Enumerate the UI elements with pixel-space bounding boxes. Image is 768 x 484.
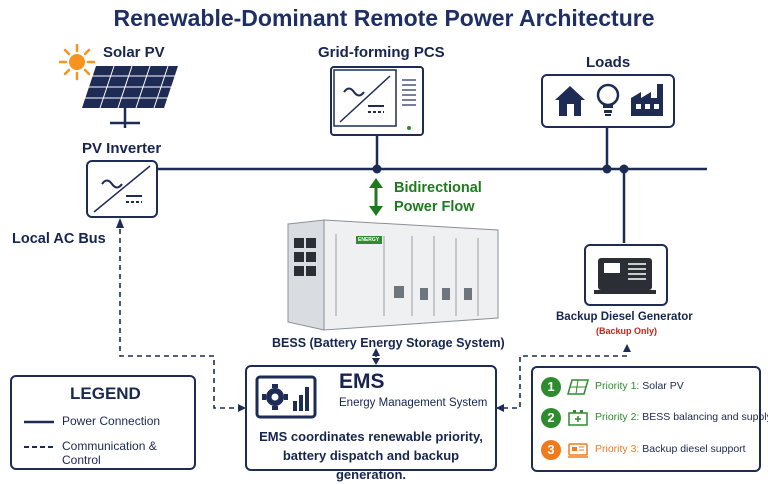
priority-prefix: Priority 2: xyxy=(595,411,640,423)
ems-monitor-icon xyxy=(255,375,317,419)
generator-icon xyxy=(568,443,588,458)
ems-desc-line2: battery dispatch and backup generation. xyxy=(282,448,460,482)
generator-icon xyxy=(594,258,656,294)
priority-text: Priority 1: Solar PV xyxy=(595,380,684,392)
priority-prefix: Priority 3: xyxy=(595,443,640,455)
solar-panel-icon xyxy=(567,379,589,395)
priority-label: Backup diesel support xyxy=(642,443,746,455)
backup-only-label: (Backup Only) xyxy=(596,326,658,336)
generator-label: Backup Diesel Generator xyxy=(556,311,693,323)
generator-box xyxy=(584,244,668,306)
bess-nameplate: ENERGY xyxy=(358,237,380,243)
pcs-symbol-icon xyxy=(333,69,416,130)
loads-label: Loads xyxy=(586,54,631,71)
priority-text: Priority 2: BESS balancing and supply xyxy=(595,411,768,423)
priority-badge: 2 xyxy=(541,408,561,428)
pcs-bus-node xyxy=(372,164,382,174)
grid-forming-pcs xyxy=(330,66,424,136)
priority-item: 2 Priority 2: BESS balancing and supply xyxy=(541,407,768,431)
house-icon xyxy=(555,86,585,116)
ems-title: EMS xyxy=(339,370,385,393)
local-ac-bus-label: Local AC Bus xyxy=(12,231,106,247)
priority-item: 1 Priority 1: Solar PV xyxy=(541,376,759,400)
legend-box: LEGEND Power Connection Communication & … xyxy=(10,375,196,470)
lightbulb-icon xyxy=(596,83,620,116)
pv-inverter-label: PV Inverter xyxy=(82,140,162,157)
priority-box: 1 Priority 1: Solar PV 2 Priority 2: BES… xyxy=(531,366,768,472)
bidirectional-label: Bidirectional Power Flow xyxy=(394,179,482,217)
pv-inverter xyxy=(86,160,158,218)
ems-description: EMS coordinates renewable priority, batt… xyxy=(247,427,495,484)
priority-badge: 1 xyxy=(541,377,561,397)
ems-subtitle: Energy Management System xyxy=(339,397,488,409)
legend-solid-line-icon xyxy=(24,420,54,424)
solar-panel-icon xyxy=(82,65,178,109)
priority-label: BESS balancing and supply xyxy=(642,411,768,423)
sun-icon xyxy=(58,43,96,81)
priority-label: Solar PV xyxy=(642,380,684,392)
legend-title: LEGEND xyxy=(70,384,141,403)
legend-dashed-line-icon xyxy=(24,446,54,448)
loads-box xyxy=(541,74,675,128)
legend-item-communication: Communication & Control xyxy=(62,439,157,467)
battery-icon xyxy=(568,410,588,426)
ems-desc-line1: EMS coordinates renewable priority, xyxy=(259,429,483,444)
legend-item-power: Power Connection xyxy=(62,414,161,428)
priority-badge: 3 xyxy=(541,440,561,460)
priority-text: Priority 3: Backup diesel support xyxy=(595,443,746,455)
ems-box: EMS Energy Management System EMS coordin… xyxy=(245,365,497,482)
factory-icon xyxy=(631,84,663,116)
loads-bus-node xyxy=(602,164,612,174)
bidirectional-line2: Power Flow xyxy=(394,199,475,215)
pcs-label: Grid-forming PCS xyxy=(318,44,445,61)
inverter-symbol-icon xyxy=(93,165,151,213)
priority-prefix: Priority 1: xyxy=(595,380,640,392)
bess-container xyxy=(287,219,499,331)
bess-label: BESS (Battery Energy Storage System) xyxy=(272,336,505,350)
priority-item: 3 Priority 3: Backup diesel support xyxy=(541,439,759,463)
solar-pv-label: Solar PV xyxy=(103,44,165,61)
generator-bus-node xyxy=(619,164,629,174)
page-title: Renewable-Dominant Remote Power Architec… xyxy=(113,5,655,31)
bidirectional-line1: Bidirectional xyxy=(394,180,482,196)
